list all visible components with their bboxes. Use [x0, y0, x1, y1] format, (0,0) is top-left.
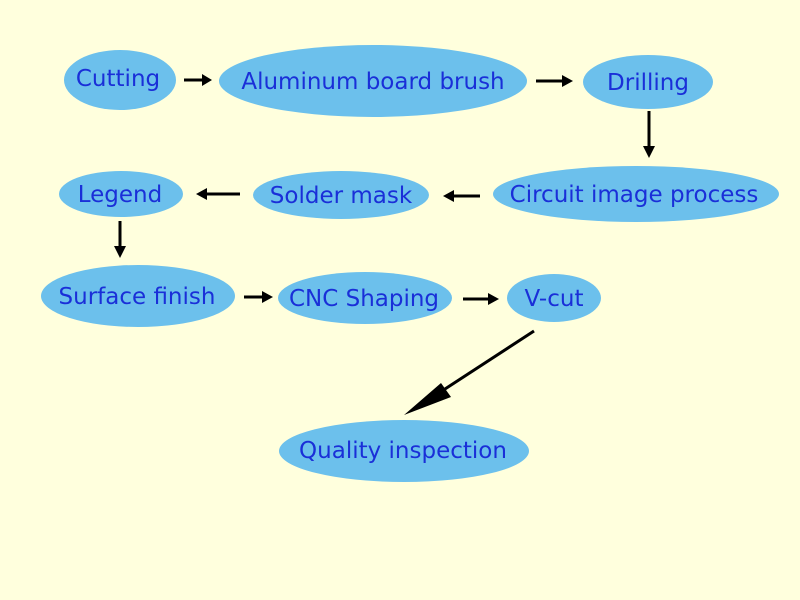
node-shape	[59, 171, 183, 217]
node-circuit-image-process: Circuit image process	[493, 166, 779, 222]
node-aluminum-board-brush: Aluminum board brush	[219, 45, 527, 117]
node-solder-mask: Solder mask	[253, 171, 429, 219]
node-shape	[507, 274, 601, 322]
node-shape	[278, 272, 452, 324]
node-drilling: Drilling	[583, 55, 713, 109]
arrow-surface-finish-to-cnc-shaping	[244, 291, 273, 303]
node-shape	[279, 420, 529, 482]
arrow-cnc-shaping-to-v-cut	[463, 293, 499, 305]
node-label: Aluminum board brush	[241, 69, 504, 95]
arrow-cutting-to-aluminum-board-brush	[184, 74, 212, 86]
node-shape	[583, 55, 713, 109]
node-shape	[219, 45, 527, 117]
node-label: Cutting	[76, 66, 160, 92]
node-cnc-shaping: CNC Shaping	[278, 272, 452, 324]
node-label: Surface finish	[59, 284, 216, 310]
arrow-circuit-image-process-to-solder-mask	[443, 190, 480, 202]
arrow-legend-to-surface-finish	[114, 221, 126, 258]
flow-arrows	[114, 74, 655, 415]
node-label: Quality inspection	[299, 438, 507, 464]
node-label: Circuit image process	[510, 182, 759, 208]
node-cutting: Cutting	[64, 50, 176, 110]
node-v-cut: V-cut	[507, 274, 601, 322]
node-shape	[253, 171, 429, 219]
node-quality-inspection: Quality inspection	[279, 420, 529, 482]
node-shape	[64, 50, 176, 110]
node-shape	[41, 265, 235, 327]
node-label: CNC Shaping	[289, 286, 439, 312]
arrow-drilling-to-circuit-image-process	[643, 111, 655, 158]
node-legend: Legend	[59, 171, 183, 217]
node-surface-finish: Surface finish	[41, 265, 235, 327]
node-label: Legend	[78, 182, 163, 208]
arrow-v-cut-to-quality-inspection	[404, 329, 535, 415]
arrow-solder-mask-to-legend	[196, 188, 240, 200]
node-label: Solder mask	[270, 183, 413, 209]
node-label: V-cut	[525, 286, 584, 312]
arrow-aluminum-board-brush-to-drilling	[536, 75, 573, 87]
node-shape	[493, 166, 779, 222]
node-label: Drilling	[607, 70, 689, 96]
